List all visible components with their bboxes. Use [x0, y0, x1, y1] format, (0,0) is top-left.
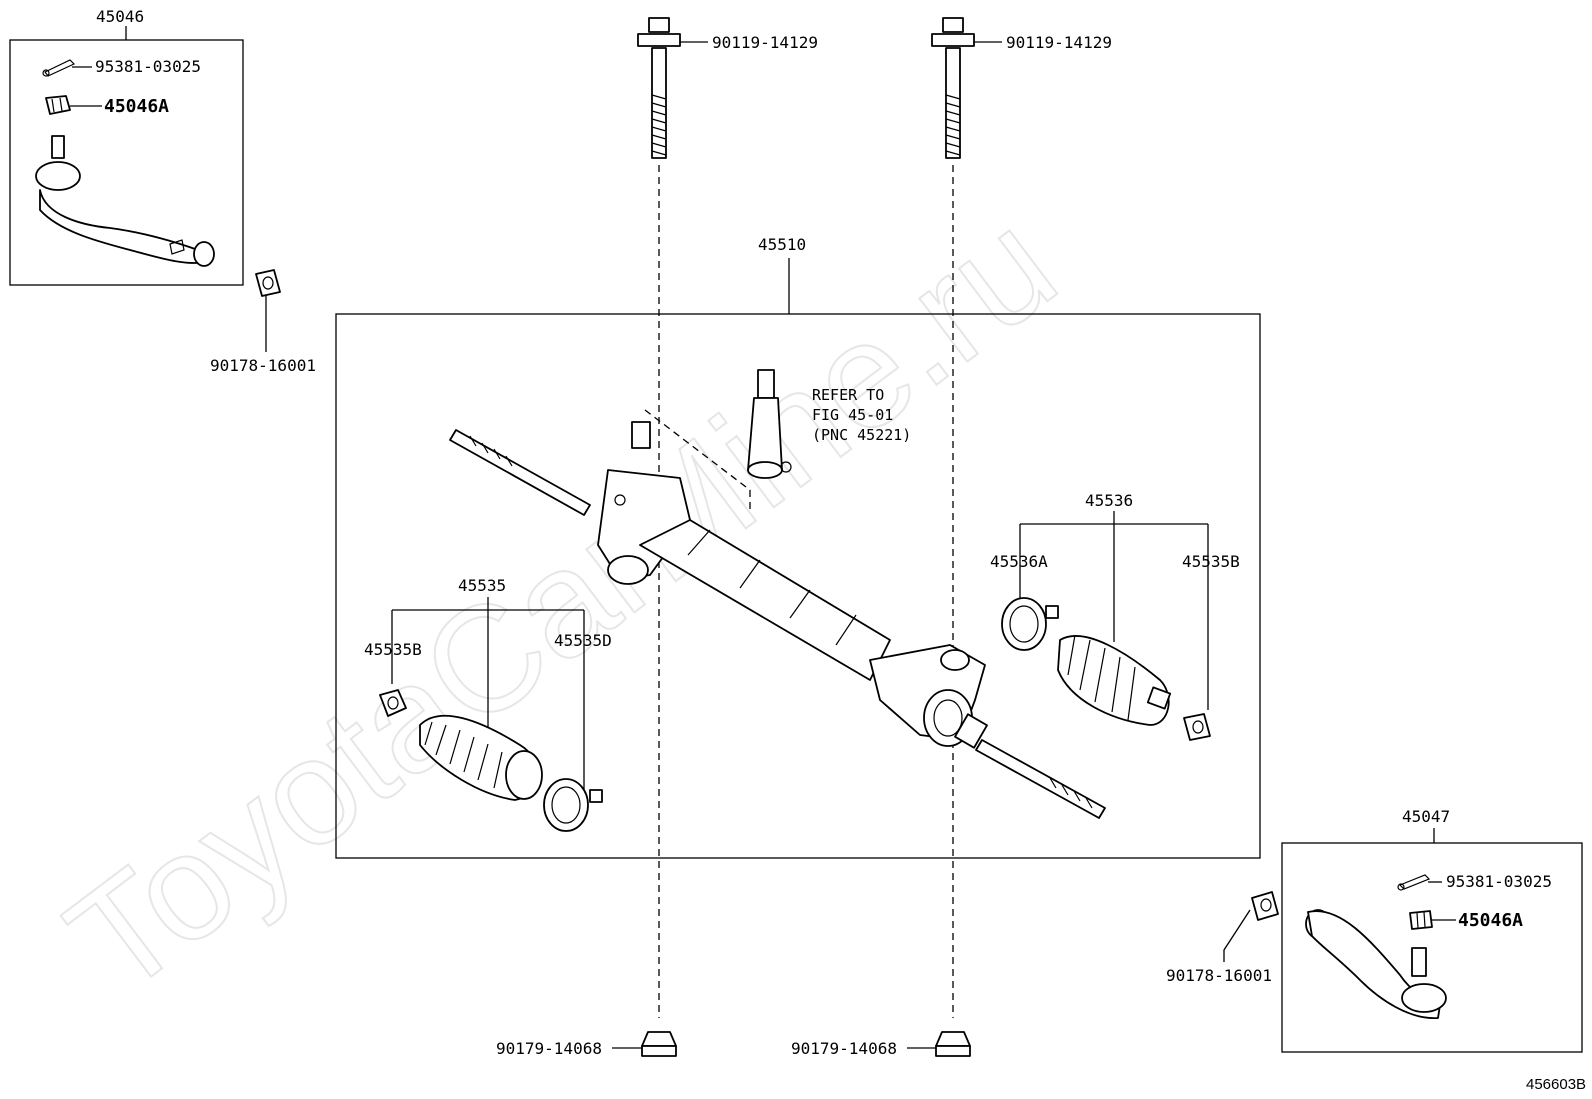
- clamp-large-rh-icon: [1001, 597, 1059, 651]
- refer-note-line1[interactable]: REFER TO: [812, 386, 884, 404]
- label-90179-14068-right[interactable]: 90179-14068: [791, 1039, 897, 1058]
- refer-note-line2[interactable]: FIG 45-01: [812, 406, 893, 424]
- label-45536a[interactable]: 45536A: [990, 552, 1048, 571]
- cotter-pin-icon: [42, 59, 76, 77]
- cotter-pin-rh-icon: [1397, 874, 1431, 891]
- label-90119-14129-right[interactable]: 90119-14129: [1006, 33, 1112, 52]
- tie-rod-end-rh-icon: [1305, 909, 1447, 1019]
- castle-nut-rh-icon: [1409, 910, 1433, 930]
- label-90119-14129-left[interactable]: 90119-14129: [712, 33, 818, 52]
- steering-rack-icon: [449, 421, 1106, 819]
- label-90178-16001-lh[interactable]: 90178-16001: [210, 356, 316, 375]
- figure-code: 456603B: [1526, 1076, 1586, 1093]
- lock-nut-lh-icon: [255, 269, 281, 297]
- clamp-large-lh-icon: [543, 778, 603, 832]
- label-90178-16001-rh[interactable]: 90178-16001: [1166, 966, 1272, 985]
- label-45535b-lh[interactable]: 45535B: [364, 640, 422, 659]
- tie-rod-end-lh-icon: [35, 135, 215, 267]
- label-45535d[interactable]: 45535D: [554, 631, 612, 650]
- castle-nut-icon: [45, 95, 71, 115]
- lock-nut-rh-icon: [1251, 891, 1279, 921]
- label-45535b-rh[interactable]: 45535B: [1182, 552, 1240, 571]
- pinion-shaft-icon: [747, 369, 792, 479]
- gear-assembly-box: [335, 313, 1261, 859]
- tie-rod-end-lh-group: 45046 95381-03025 45046A: [9, 7, 244, 286]
- label-90179-14068-left[interactable]: 90179-14068: [496, 1039, 602, 1058]
- label-95381-03025-rh[interactable]: 95381-03025: [1446, 872, 1552, 891]
- clamp-small-lh-icon: [379, 689, 407, 717]
- label-95381-03025-lh[interactable]: 95381-03025: [95, 57, 201, 76]
- clamp-small-rh-icon: [1183, 713, 1211, 741]
- label-45046a-lh[interactable]: 45046A: [104, 96, 169, 117]
- label-45047[interactable]: 45047: [1402, 807, 1450, 826]
- watermark: ToyotaCarMine.ru: [38, 179, 1085, 1026]
- bolt-left-icon: [637, 17, 681, 159]
- label-45046[interactable]: 45046: [96, 7, 144, 26]
- label-45510[interactable]: 45510: [758, 235, 806, 254]
- nut-bottom-right-icon: [935, 1031, 971, 1057]
- refer-note-line3[interactable]: (PNC 45221): [812, 426, 911, 444]
- label-45535[interactable]: 45535: [458, 576, 506, 595]
- label-45536[interactable]: 45536: [1085, 491, 1133, 510]
- tie-rod-end-rh-box: [1281, 842, 1583, 1053]
- nut-bottom-left-icon: [641, 1031, 677, 1057]
- boot-rh-icon: [1057, 634, 1172, 726]
- boot-lh-icon: [419, 714, 543, 801]
- bolt-right-icon: [931, 17, 975, 159]
- label-45046a-rh[interactable]: 45046A: [1458, 910, 1523, 931]
